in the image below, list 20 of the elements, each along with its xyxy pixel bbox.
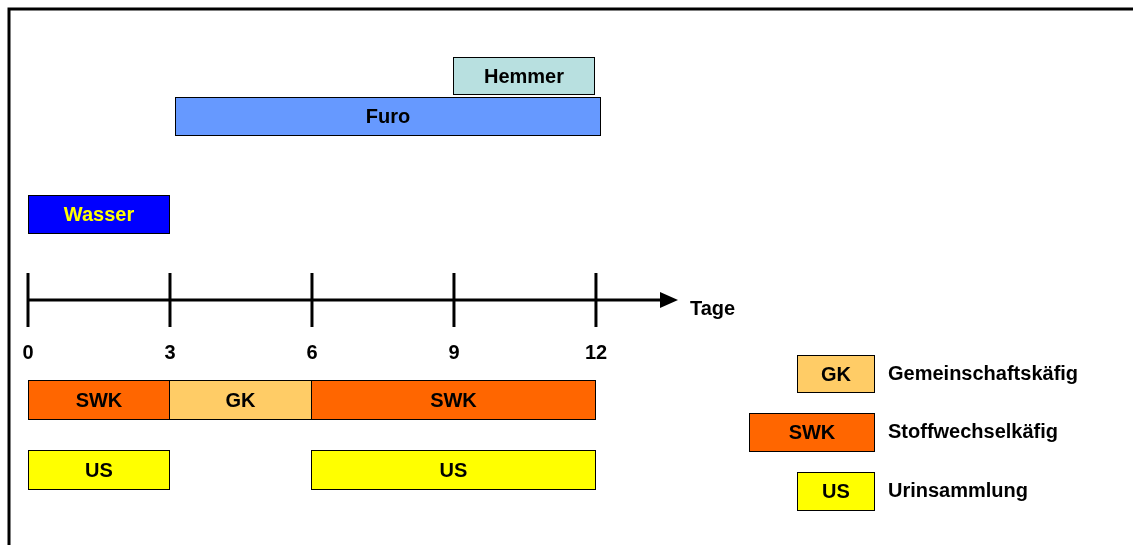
timeline-bar: GK <box>169 380 312 420</box>
node-caption: Stoffwechselkäfig <box>888 420 1059 443</box>
timeline-bar: US <box>28 450 170 490</box>
tick-label: 12 <box>584 341 608 364</box>
tick-label: 6 <box>306 341 318 364</box>
tick-label: 3 <box>164 341 176 364</box>
tick-label: 0 <box>22 341 34 364</box>
timeline-bar: Hemmer <box>453 57 595 95</box>
legend-swatch: SWK <box>749 413 875 452</box>
legend-swatch: US <box>797 472 875 511</box>
timeline-bar: Furo <box>175 97 601 136</box>
timeline-bar: Wasser <box>28 195 170 234</box>
node-caption: Gemeinschaftskäfig <box>888 362 1079 385</box>
timeline-bar: SWK <box>311 380 596 420</box>
timeline-bar: SWK <box>28 380 170 420</box>
timeline-bar: US <box>311 450 596 490</box>
axis-title: Tage <box>690 297 736 320</box>
tick-label: 9 <box>448 341 460 364</box>
node-caption: Urinsammlung <box>888 479 1029 502</box>
legend-swatch: GK <box>797 355 875 393</box>
